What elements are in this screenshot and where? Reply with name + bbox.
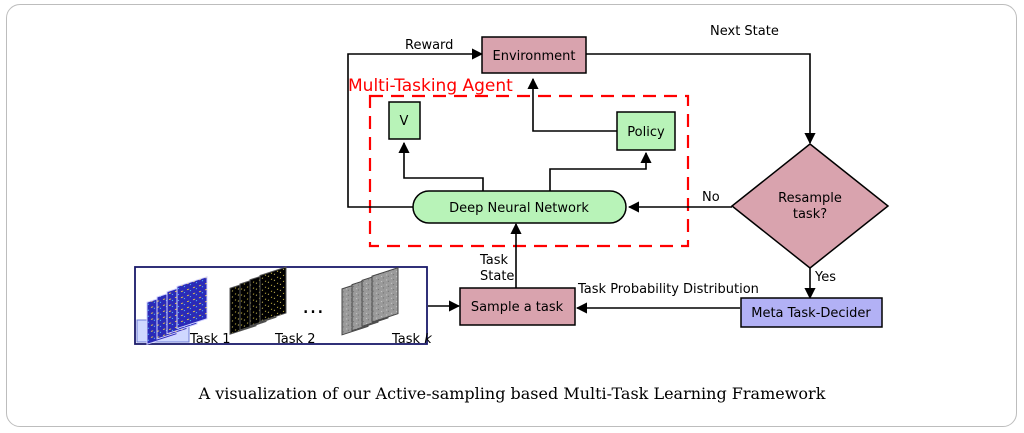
edge-label-state: State [480, 269, 514, 284]
edge-label-no: No [702, 190, 720, 205]
task2-label: Task 2 [274, 332, 315, 347]
v-label: V [400, 114, 409, 129]
sample-task-label: Sample a task [471, 300, 564, 315]
resample-label-2: task? [793, 207, 827, 222]
meta-label: Meta Task-Decider [751, 306, 871, 321]
policy-label: Policy [627, 125, 665, 140]
policy-node [616, 111, 676, 151]
task2-frames [229, 266, 287, 335]
edge-label-reward: Reward [405, 38, 453, 53]
edge-label-task-prob: Task Probability Distribution [577, 282, 759, 297]
task1-label: Task 1 [189, 332, 230, 347]
task1-frames [136, 276, 208, 345]
edge-policy-env [527, 77, 617, 132]
edge-dnn-v [398, 141, 484, 192]
taskk-frames [341, 267, 399, 336]
agent-label: Multi-Tasking Agent [348, 76, 513, 96]
tasks-ellipsis: … [302, 294, 324, 319]
meta-node [740, 297, 883, 328]
edge-label-task: Task [479, 253, 509, 268]
figure-caption: A visualization of our Active-sampling b… [198, 384, 826, 403]
agent-boundary [368, 94, 690, 248]
taskk-label: Task k [391, 332, 432, 347]
resample-decision [730, 143, 890, 269]
environment-node [481, 36, 587, 74]
edge-reward [347, 48, 484, 208]
resample-label-1: Resample [778, 191, 842, 206]
edge-next-state [586, 53, 816, 145]
dnn-label: Deep Neural Network [449, 201, 589, 216]
dnn-node [412, 190, 627, 224]
environment-label: Environment [492, 49, 575, 64]
v-node [388, 101, 421, 140]
edge-label-next-state: Next State [710, 24, 779, 39]
edge-label-yes: Yes [814, 270, 836, 285]
edge-dnn-policy [549, 151, 652, 192]
sample-task-node [459, 287, 576, 326]
